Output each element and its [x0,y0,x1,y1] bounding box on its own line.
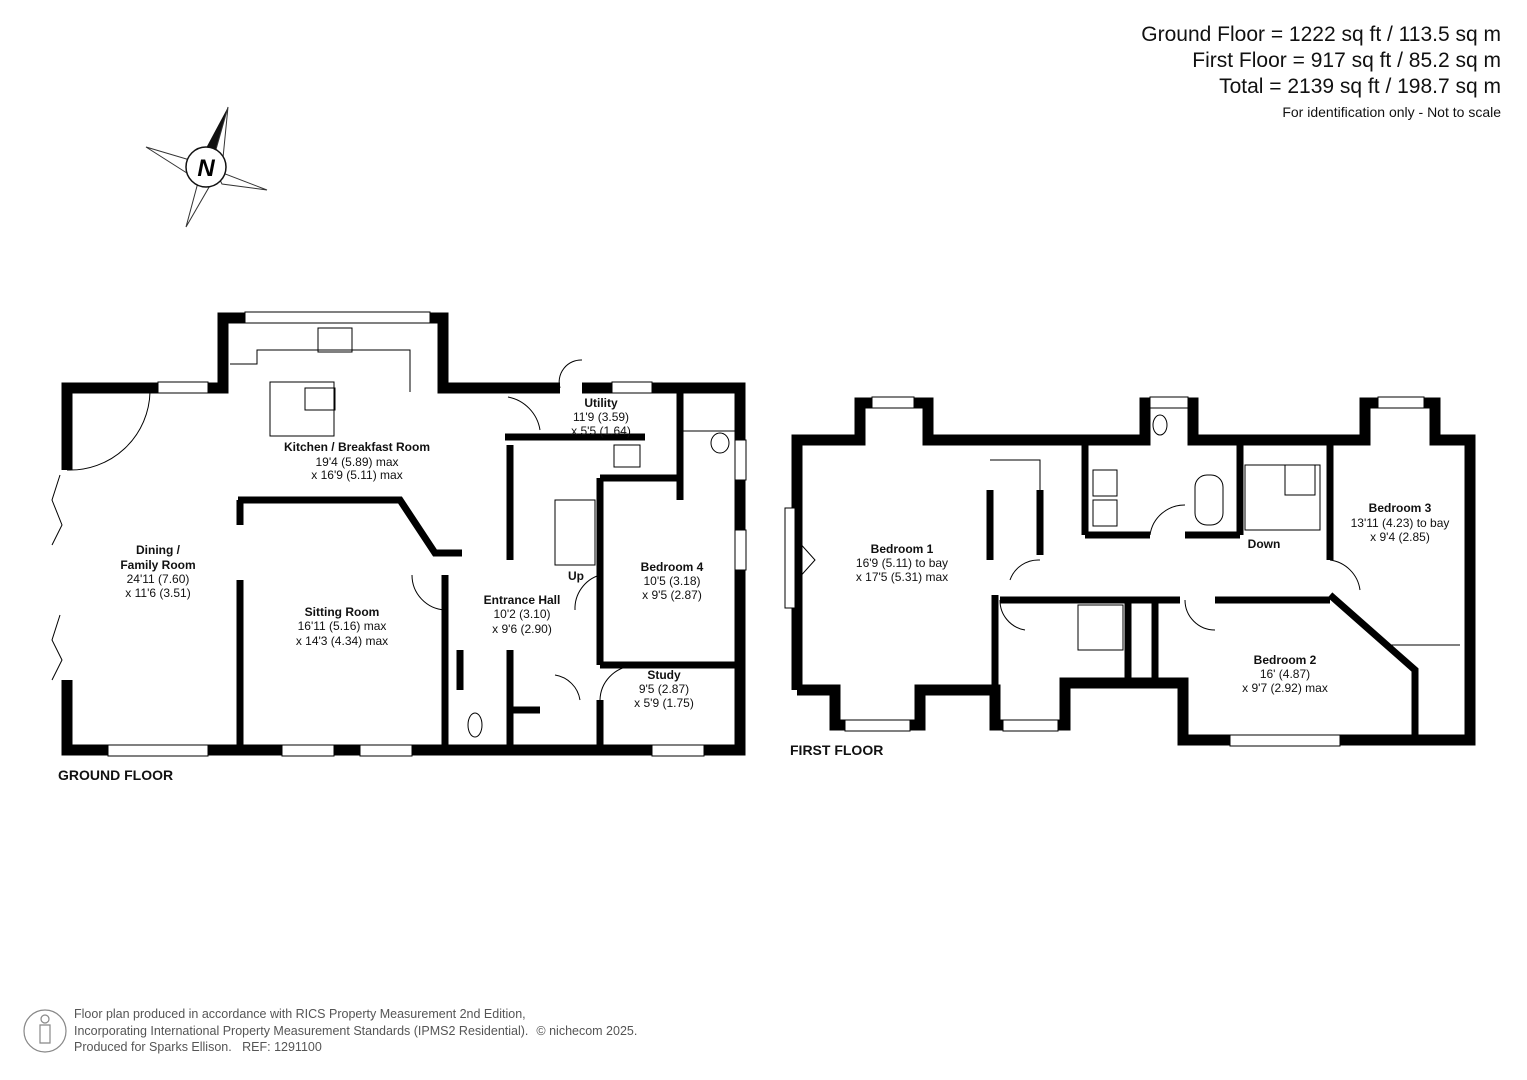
room-dimension: x 9'4 (2.85) [1370,530,1430,544]
area-summary: Ground Floor = 1222 sq ft / 113.5 sq m F… [1141,22,1501,124]
room-name: Entrance Hall [484,593,561,607]
ground-floor-walls [61,312,746,756]
room-dimension: 16'9 (5.11) to bay [856,556,948,570]
first-floor-label: FIRST FLOOR [790,742,883,758]
room-dimension: x 17'5 (5.31) max [856,570,948,584]
room-dimension: x 14'3 (4.34) max [296,634,388,648]
room-dimension: x 5'9 (1.75) [634,696,694,710]
room-dimension: 10'2 (3.10) [494,607,551,621]
room-dimension: x 5'5 (1.64) [571,424,631,438]
scale-note: For identification only - Not to scale [1282,104,1501,120]
footer-line-1: Floor plan produced in accordance with R… [74,1007,526,1021]
ground-floor-label: GROUND FLOOR [58,767,173,783]
copyright: © nichecom 2025. [536,1023,638,1038]
first-floor-fittings [796,459,1460,651]
room-name: Family Room [120,558,195,572]
stairs-down-label: Down [1248,537,1281,551]
footer: Floor plan produced in accordance with R… [74,1006,637,1056]
room-dimension: 19'4 (5.89) max [316,455,399,469]
room-name: Study [647,668,681,682]
room-dimension: 16' (4.87) [1260,667,1310,681]
ground-floor-fittings [51,327,1168,738]
room-name: Bedroom 3 [1369,501,1432,515]
room-dimension: x 9'7 (2.92) max [1242,681,1328,695]
compass-letter: N [197,155,215,182]
room-dimension: 9'5 (2.87) [639,682,689,696]
room-dimension: x 9'5 (2.87) [642,588,702,602]
ground-floor-windows [62,311,747,757]
person-icon [23,1009,67,1053]
first-floor-area: First Floor = 917 sq ft / 85.2 sq m [1192,49,1501,72]
room-name: Utility [584,396,618,410]
room-name: Sitting Room [305,605,380,619]
room-dimension: 24'11 (7.60) [127,572,190,586]
room-name: Bedroom 2 [1254,653,1317,667]
footer-line-3: Produced for Sparks Ellison. REF: 129110… [74,1040,322,1054]
room-dimension: 13'11 (4.23) to bay [1351,516,1450,530]
room-name: Bedroom 4 [641,560,704,574]
room-dimension: x 16'9 (5.11) max [311,468,402,482]
room-name: Kitchen / Breakfast Room [284,440,430,454]
room-dimension: 10'5 (3.18) [644,574,701,588]
room-dimension: x 9'6 (2.90) [492,622,552,636]
ground-floor-area: Ground Floor = 1222 sq ft / 113.5 sq m [1141,23,1501,46]
stairs-up-label: Up [568,569,584,583]
ground-floor-room-labels: Kitchen / Breakfast Room 19'4 (5.89) max… [120,396,703,710]
room-dimension: 16'11 (5.16) max [298,619,387,633]
room-name: Bedroom 1 [871,542,934,556]
first-floor-room-labels: Bedroom 1 16'9 (5.11) to bay x 17'5 (5.3… [856,501,1450,695]
compass-rose-icon: N [145,106,268,228]
first-floor-walls [791,397,1476,746]
room-dimension: 11'9 (3.59) [573,410,629,424]
room-dimension: x 11'6 (3.51) [125,586,190,600]
total-area: Total = 2139 sq ft / 198.7 sq m [1219,75,1501,98]
room-name: Dining / [136,543,181,557]
footer-line-2: Incorporating International Property Mea… [74,1023,529,1038]
first-floor-windows [784,396,1425,747]
